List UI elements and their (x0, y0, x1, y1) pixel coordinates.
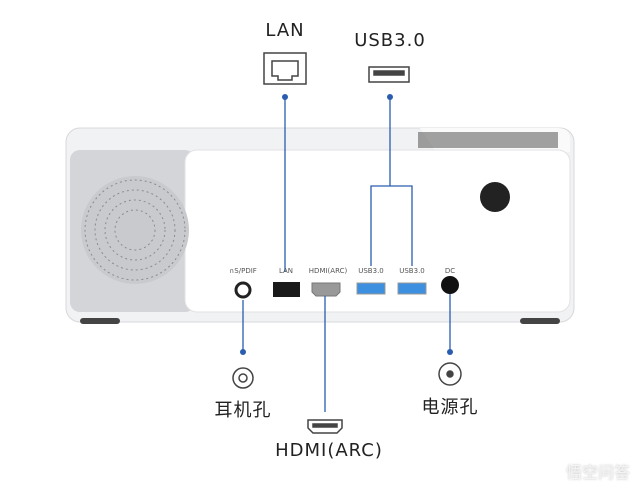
vent-grille (418, 132, 558, 148)
earphone-jack-icon (232, 367, 254, 389)
panel-label-spdif: ∩S/PDIF (229, 267, 257, 275)
panel-label-usb2: USB3.0 (399, 267, 425, 275)
hdmi-icon (307, 419, 343, 434)
usb-port-2 (397, 282, 427, 295)
headphone-icon: ∩ (229, 267, 235, 275)
callout-lines (242, 97, 451, 412)
callout-hdmi-label: HDMI(ARC) (275, 440, 383, 461)
speaker-grille (81, 176, 189, 284)
dc-port (441, 276, 459, 294)
panel-label-hdmi: HDMI(ARC) (308, 267, 348, 275)
lan-icon (263, 52, 307, 85)
panel-label-lan: LAN (278, 267, 294, 275)
usb-icon (368, 66, 410, 83)
watermark: 悟空问答 (565, 463, 630, 482)
focus-knob (480, 182, 510, 212)
callout-dots (240, 94, 453, 355)
lan-port (273, 282, 300, 297)
callout-power-label: 电源孔 (421, 397, 479, 418)
callout-lan-label: LAN (265, 20, 305, 41)
callout-earphone-label: 耳机孔 (214, 400, 272, 421)
panel-label-dc: DC (444, 267, 456, 275)
hdmi-port (311, 282, 341, 297)
panel-label-usb1: USB3.0 (358, 267, 384, 275)
callout-usb-label: USB3.0 (354, 30, 426, 51)
ports (234, 276, 459, 299)
power-jack-icon (438, 362, 462, 386)
earphone-port (234, 281, 252, 299)
usb-port-1 (356, 282, 386, 295)
spdif-text: S/PDIF (234, 267, 257, 275)
